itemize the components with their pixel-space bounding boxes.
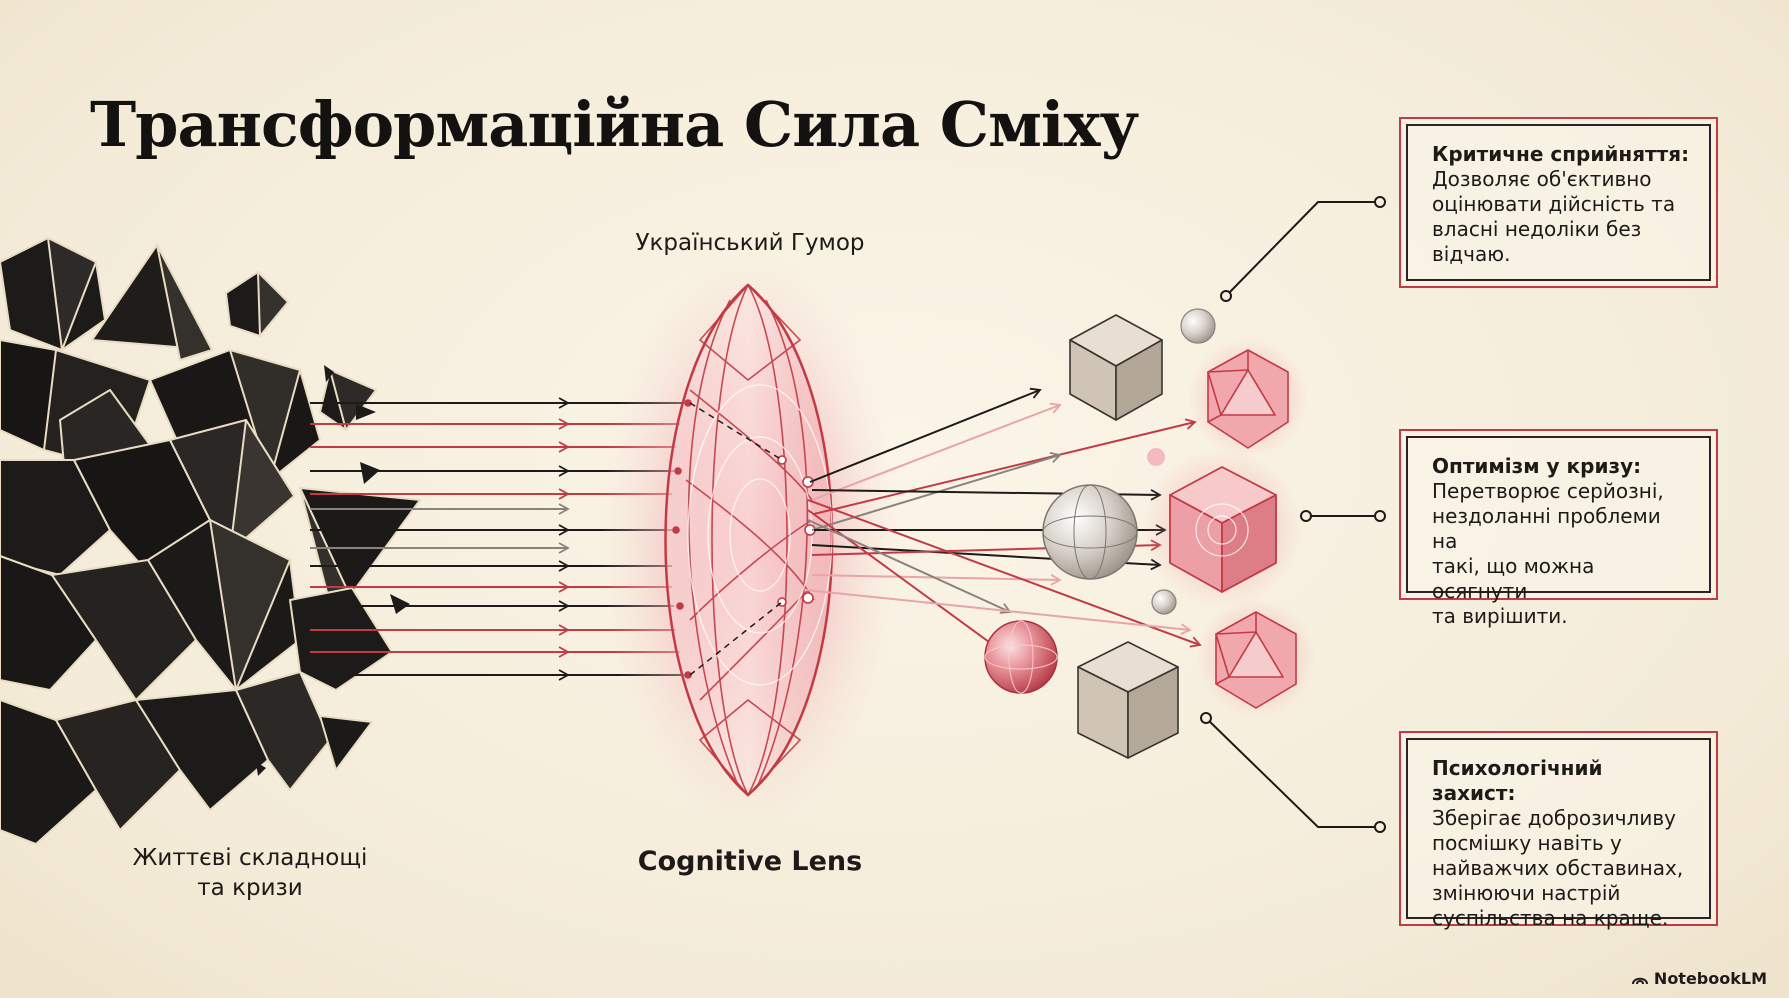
crisis-label: Життєві складнощі та кризи (110, 843, 390, 903)
small-sphere-icon (1151, 589, 1177, 615)
red-crystal-lens-icon (600, 250, 900, 830)
card-text-line: оцінювати дійсність та (1432, 192, 1676, 216)
brand-watermark: NotebookLM (1631, 969, 1767, 988)
card-title: Оптимізм у кризу: (1432, 454, 1642, 478)
card-text-line: суспільства на краще. (1432, 906, 1669, 930)
card-text-line: Перетворює серйозні, (1432, 479, 1664, 503)
card-text-line: нездоланні проблеми на (1432, 504, 1661, 553)
card-text-line: найважчих обставинах, (1432, 856, 1684, 880)
small-sphere-icon (1147, 448, 1165, 466)
brand-name: NotebookLM (1653, 969, 1767, 988)
outgoing-arrows (805, 387, 1202, 652)
lens-label: Cognitive Lens (637, 846, 863, 877)
card-text-line: власні недоліки без (1432, 217, 1642, 241)
card-inner: Оптимізм у кризу: Перетворює серйозні, н… (1406, 436, 1711, 628)
card-text-line: посмішку навіть у (1432, 831, 1622, 855)
card-text-line: Дозволяє об'єктивно (1432, 167, 1652, 191)
icosahedron-icon (1207, 349, 1289, 449)
card-text-line: такі, що можна осягнути (1432, 554, 1595, 603)
page-title: Трансформаційна Сила Сміху (90, 88, 1139, 161)
cube-icon (1077, 641, 1179, 759)
sphere-icon (1042, 484, 1138, 580)
humor-label: Український Гумор (635, 230, 865, 256)
card-connectors (1200, 196, 1386, 833)
card-text-line: відчаю. (1432, 242, 1511, 266)
card-text-line: Зберігає доброзичливу (1432, 806, 1676, 830)
crisis-label-line2: та кризи (197, 875, 303, 901)
card-psychological-defense: Психологічний захист: Зберігає доброзичл… (1399, 731, 1718, 930)
dark-polyhedra-shards (0, 237, 421, 845)
notebooklm-logo-icon (1631, 977, 1648, 984)
card-text-line: змінюючи настрій (1432, 881, 1621, 905)
card-inner: Психологічний захист: Зберігає доброзичл… (1406, 738, 1711, 930)
card-title: Критичне сприйняття: (1432, 142, 1690, 166)
cube-icon (1169, 466, 1277, 593)
card-optimism-in-crisis: Оптимізм у кризу: Перетворює серйозні, н… (1399, 429, 1718, 628)
card-text-line: та вирішити. (1432, 604, 1568, 628)
card-inner: Критичне сприйняття: Дозволяє об'єктивно… (1406, 124, 1711, 281)
small-sphere-icon (1180, 308, 1216, 344)
sphere-icon (984, 620, 1058, 694)
icosahedron-icon (1215, 611, 1297, 709)
cube-icon (1069, 314, 1163, 421)
crisis-label-line1: Життєві складнощі (132, 845, 368, 871)
card-critical-perception: Критичне сприйняття: Дозволяє об'єктивно… (1399, 117, 1718, 288)
card-title: Психологічний захист: (1432, 756, 1603, 805)
